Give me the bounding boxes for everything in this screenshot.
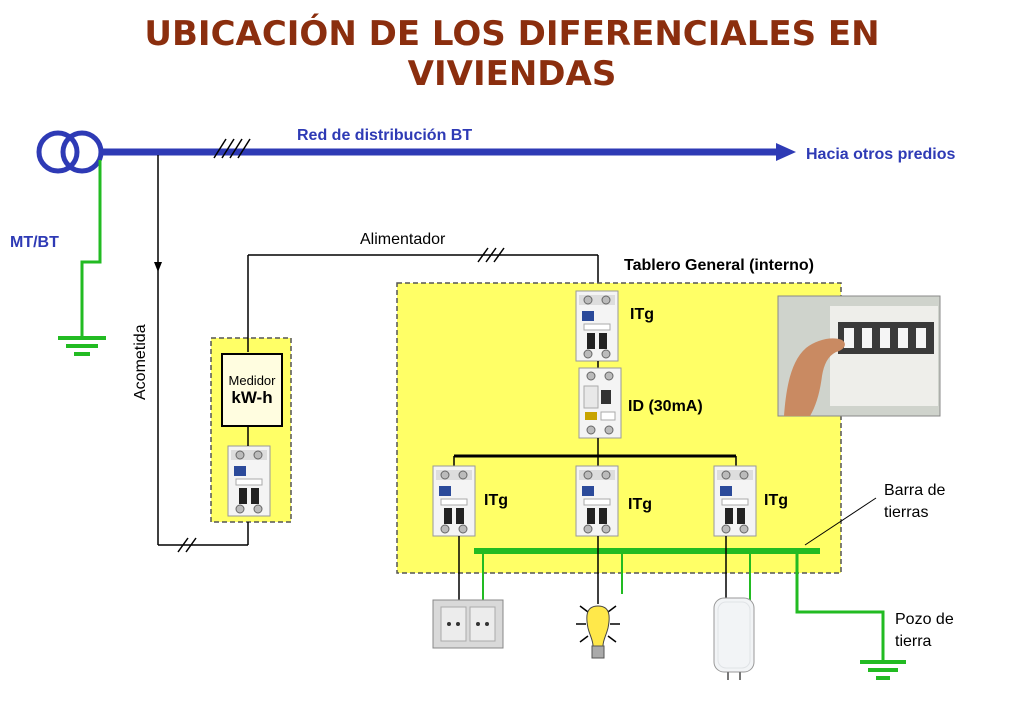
water-heater-icon: [713, 597, 755, 680]
itg-breaker-3-icon: [713, 465, 757, 537]
acometida-line: [154, 155, 248, 553]
pozo-line-1: Pozo de: [895, 611, 954, 628]
itg-label-3: ITg: [764, 492, 788, 509]
medidor-label: Medidor: [228, 373, 276, 388]
pozo-tierra-line: [795, 551, 885, 662]
distribution-line: [101, 138, 796, 161]
itg-label-2: ITg: [628, 496, 652, 513]
itg-main-label: ITg: [630, 306, 654, 323]
outlet-icon: [432, 599, 504, 649]
page-title: UBICACIÓN DE LOS DIFERENCIALES EN VIVIEN…: [0, 14, 1024, 94]
hacia-otros-label: Hacia otros predios: [806, 146, 956, 163]
barra-line-2: tierras: [884, 504, 929, 521]
alimentador-label: Alimentador: [360, 231, 446, 248]
itg-label-1: ITg: [484, 492, 508, 509]
title-line-2: VIVIENDAS: [407, 54, 617, 94]
meter-breaker-icon: [227, 445, 271, 517]
panel-photo: [777, 295, 941, 417]
circuit-wires: [458, 536, 751, 604]
medidor-box: Medidor kW-h: [221, 353, 283, 427]
id-label: ID (30mA): [628, 398, 703, 415]
barra-pointer: [804, 497, 877, 546]
itg-breaker-2-icon: [575, 465, 619, 537]
pozo-line-2: tierra: [895, 633, 932, 650]
id-differential-icon: [578, 367, 622, 439]
ground-symbol-icon: [58, 336, 106, 356]
tablero-label: Tablero General (interno): [624, 257, 814, 274]
itg-breaker-1-icon: [432, 465, 476, 537]
pozo-tierra-label: Pozo de tierra: [895, 609, 954, 653]
pozo-ground-icon: [860, 660, 906, 680]
title-line-1: UBICACIÓN DE LOS DIFERENCIALES EN: [144, 14, 880, 54]
medidor-unit: kW-h: [231, 388, 273, 407]
barra-line-1: Barra de: [884, 482, 946, 499]
itg-main-breaker-icon: [575, 290, 619, 362]
transformer-ground: [80, 160, 102, 338]
acometida-label: Acometida: [132, 324, 149, 400]
light-bulb-icon: [576, 605, 620, 659]
transformer-icon: [36, 130, 104, 174]
red-distribucion-label: Red de distribución BT: [297, 127, 473, 144]
mt-bt-label: MT/BT: [10, 234, 59, 251]
barra-tierras-label: Barra de tierras: [884, 480, 945, 524]
